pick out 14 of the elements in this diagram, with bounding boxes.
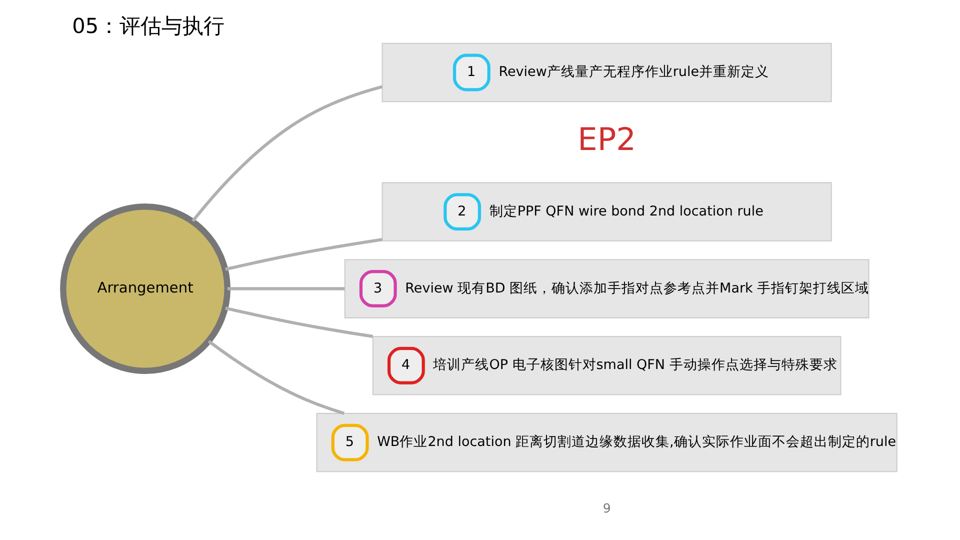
- node-circle: Arrangement: [60, 203, 231, 374]
- node-box: 5 WB作业2nd location 距离切割道边缘数据收集,确认实际作业面不会超出制定的rule: [316, 412, 898, 472]
- label: EP2: [578, 122, 636, 158]
- connector: [208, 340, 345, 415]
- connector: [225, 306, 374, 338]
- node-box: 2 制定PPF QFN wire bond 2nd location rule: [382, 182, 832, 242]
- connector: [227, 287, 345, 290]
- node-box: 3 Review 现有BD 图纸，确认添加手指对点参考点并Mark 手指钉架打线区域: [344, 259, 870, 318]
- node-box: 1 Review产线量产无程序作业rule并重新定义: [382, 42, 832, 102]
- label: 9: [602, 500, 611, 516]
- connector: [225, 238, 382, 271]
- connector: [192, 85, 383, 222]
- diagram-title: 05：评估与执行: [72, 14, 225, 38]
- node-box: 4 培训产线OP 电子核图针对small QFN 手动操作点选择与特殊要求: [372, 336, 842, 396]
